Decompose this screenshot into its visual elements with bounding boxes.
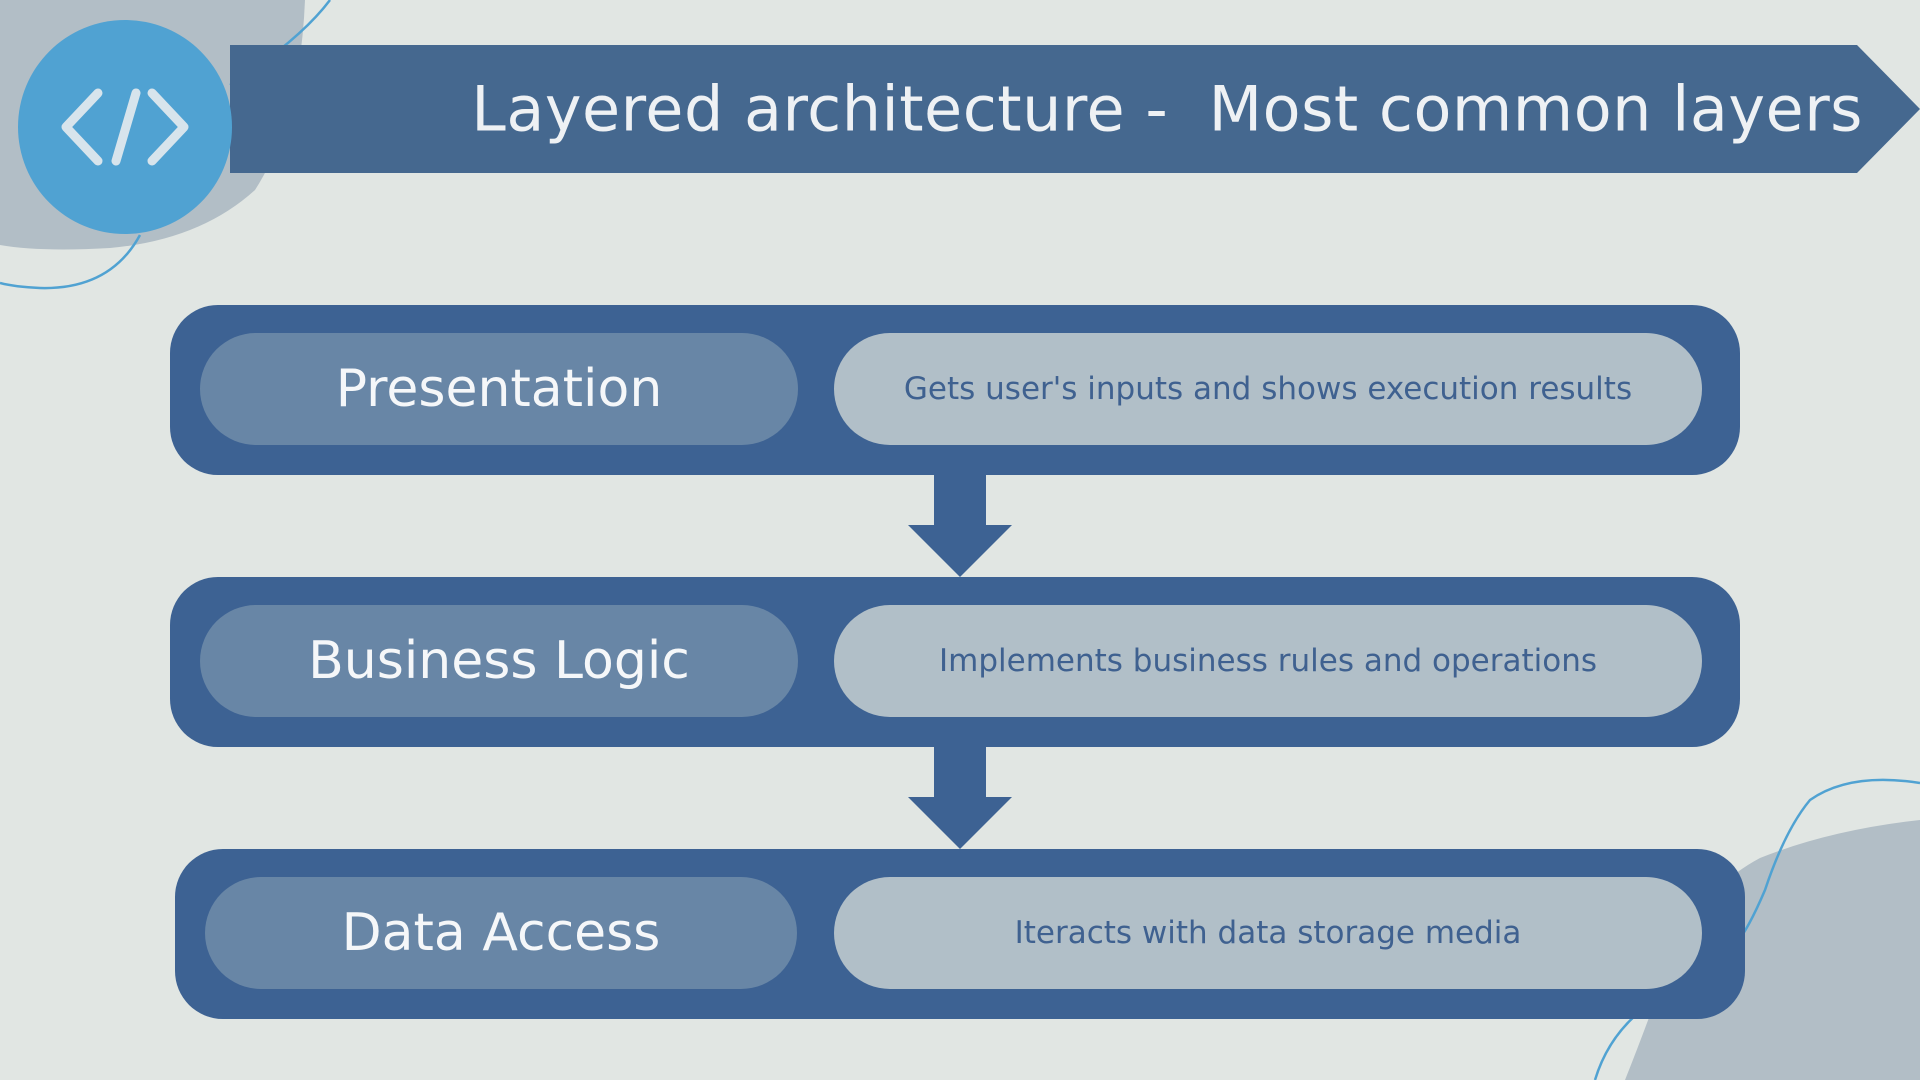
layer-presentation: Presentation Gets user's inputs and show… (170, 305, 1740, 475)
layer-business-logic: Business Logic Implements business rules… (170, 577, 1740, 747)
layer-description: Implements business rules and operations (834, 605, 1702, 717)
layer-data-access: Data Access Iteracts with data storage m… (175, 849, 1745, 1019)
page-title: Layered architecture - Most common layer… (471, 72, 1863, 146)
layer-description: Gets user's inputs and shows execution r… (834, 333, 1702, 445)
code-brackets-icon (61, 88, 189, 166)
layer-description: Iteracts with data storage media (834, 877, 1702, 989)
down-arrow (908, 475, 1012, 577)
title-banner: Layered architecture - Most common layer… (230, 45, 1920, 173)
layer-name: Presentation (200, 333, 798, 445)
down-arrow (908, 747, 1012, 849)
logo (18, 20, 232, 234)
layer-name: Business Logic (200, 605, 798, 717)
layer-name: Data Access (205, 877, 797, 989)
